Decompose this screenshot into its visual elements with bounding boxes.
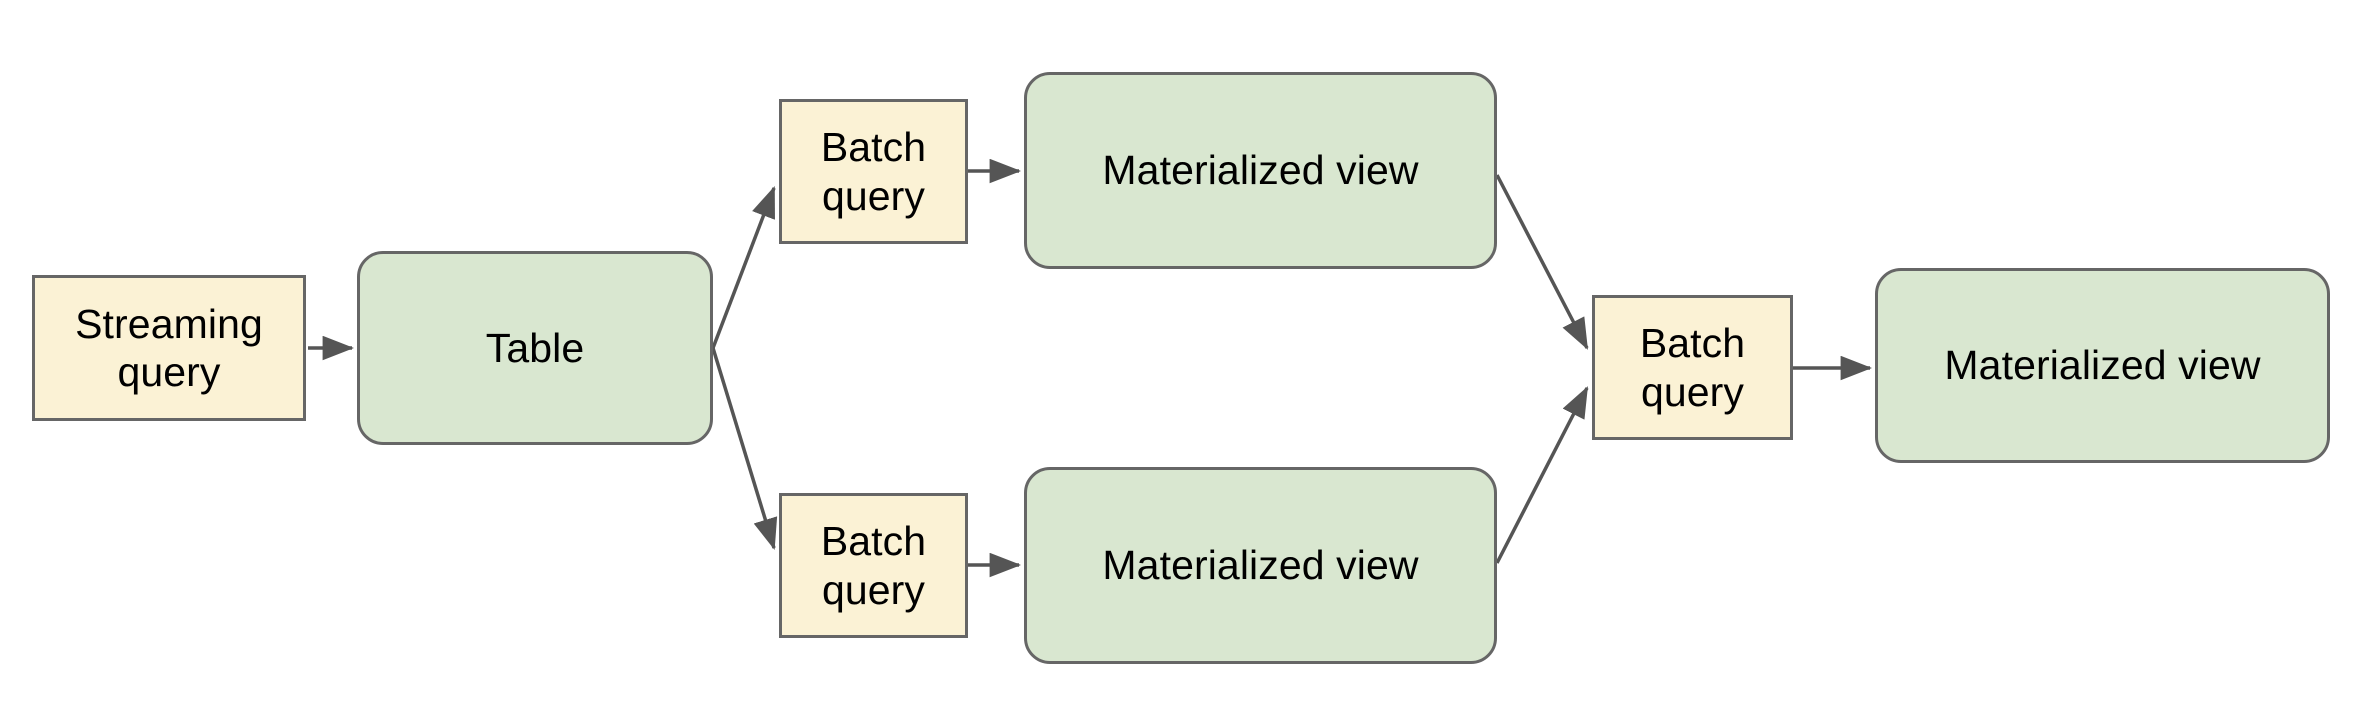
node-materialized-view-top-label: Materialized view <box>1102 147 1419 194</box>
node-materialized-view-final-label: Materialized view <box>1944 342 2261 389</box>
node-batch-query-bottom-label: Batch query <box>820 518 927 613</box>
node-streaming-query[interactable]: Streaming query <box>32 275 306 421</box>
node-batch-query-bottom[interactable]: Batch query <box>779 493 968 638</box>
node-materialized-view-bottom-label: Materialized view <box>1102 542 1419 589</box>
node-materialized-view-top[interactable]: Materialized view <box>1024 72 1497 269</box>
edge-table-to-batch-query-bottom <box>711 347 778 551</box>
node-table[interactable]: Table <box>357 251 713 445</box>
node-streaming-query-label: Streaming query <box>75 300 263 395</box>
node-batch-query-join-label: Batch query <box>1639 320 1746 415</box>
edge-mv-bottom-to-batch-query-join <box>1495 386 1589 564</box>
edge-table-to-batch-query-top <box>711 186 776 349</box>
node-batch-query-join[interactable]: Batch query <box>1592 295 1793 440</box>
edge-mv-top-to-batch-query-join <box>1495 174 1589 350</box>
node-batch-query-top[interactable]: Batch query <box>779 99 968 244</box>
node-materialized-view-final[interactable]: Materialized view <box>1875 268 2330 463</box>
node-materialized-view-bottom[interactable]: Materialized view <box>1024 467 1497 664</box>
node-batch-query-top-label: Batch query <box>820 124 927 219</box>
node-table-label: Table <box>485 324 585 371</box>
